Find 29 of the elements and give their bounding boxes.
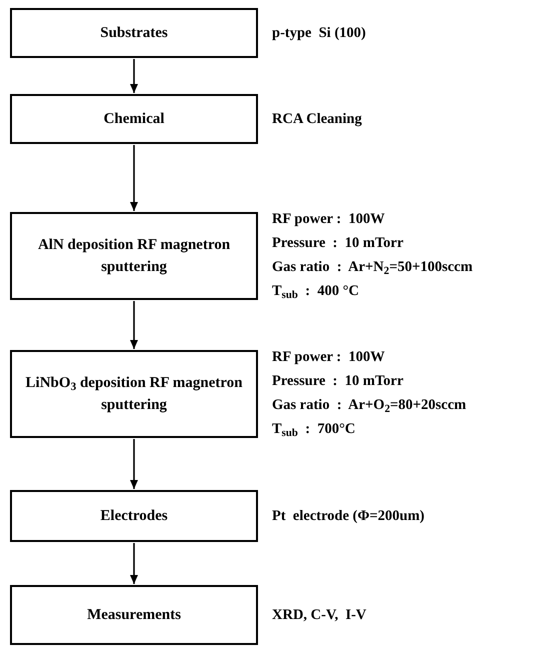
process-box <box>10 585 258 645</box>
step-label: LiNbO$_{3}$ deposition RF magnetron sputtering <box>24 374 244 415</box>
parameter-text: p-type Si (100) <box>272 24 367 43</box>
step-label: Measurements <box>87 606 181 625</box>
parameter-text: Pressure : 10 mTorr <box>272 234 404 253</box>
step-label: Electrodes <box>100 507 168 526</box>
process-box <box>10 490 258 542</box>
step-label: AlN deposition RF magnetron sputtering <box>36 236 232 277</box>
arrow <box>130 59 138 93</box>
arrow <box>130 145 138 211</box>
process-box <box>10 8 258 58</box>
parameter-text: XRD, C-V, I-V <box>272 606 368 625</box>
parameter-text: RF power : 100W <box>272 348 386 367</box>
arrow <box>130 439 138 489</box>
parameter-text: Gas ratio : Ar+N$_{2}$=50+100sccm <box>272 258 474 279</box>
step-label: Substrates <box>100 24 168 43</box>
process-box <box>10 94 258 144</box>
process-box <box>10 350 258 438</box>
arrow <box>130 301 138 349</box>
parameter-text: Gas ratio : Ar+O$_{2}$=80+20sccm <box>272 396 468 417</box>
parameter-text: T$_{sub}$ : 700°C <box>272 420 356 441</box>
arrow <box>130 543 138 584</box>
parameter-text: Pressure : 10 mTorr <box>272 372 404 391</box>
step-label: Chemical <box>104 110 164 129</box>
process-box <box>10 212 258 300</box>
parameter-text: RF power : 100W <box>272 210 386 229</box>
parameter-text: RCA Cleaning <box>272 110 363 129</box>
parameter-text: Pt electrode (Φ=200um) <box>272 507 426 526</box>
parameter-text: T$_{sub}$ : 400 °C <box>272 282 360 303</box>
